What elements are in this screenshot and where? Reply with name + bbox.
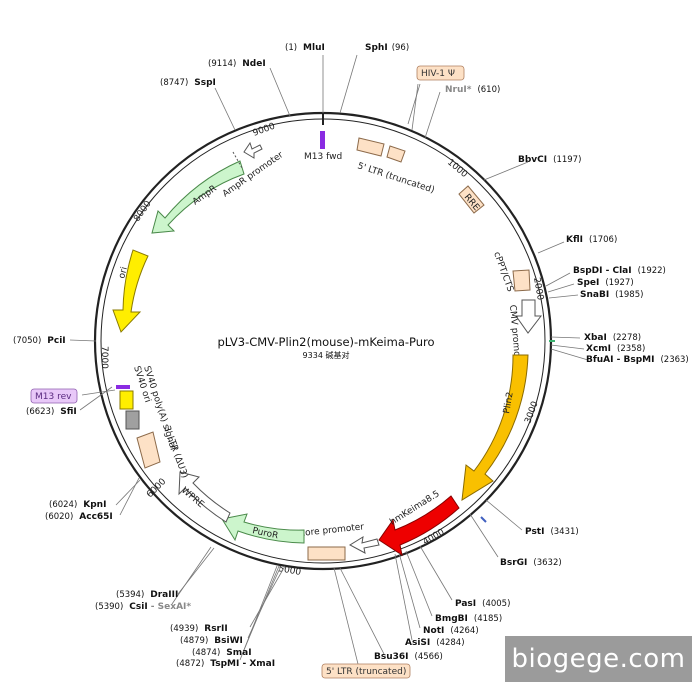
plasmid-size: 9334 碱基对	[303, 350, 350, 360]
sv40polya-box	[119, 390, 134, 410]
ltr5-box-a	[356, 137, 385, 157]
ori-label: ori	[117, 266, 130, 280]
site-psti: PstI(3431)	[525, 527, 579, 537]
ampr-arrow	[151, 160, 245, 234]
plin2-label: Plin2	[502, 391, 516, 414]
tick-1000: 1000	[445, 158, 469, 181]
tick-3000: 3000	[523, 400, 540, 425]
site-bfuai: BfuAI - BspMI(2363)	[586, 355, 689, 365]
m13rev-callout-box	[30, 388, 78, 404]
site-mlui: (1)MluI	[285, 43, 325, 53]
ltr5-box-b	[386, 145, 406, 163]
ef1a-arrow	[348, 535, 380, 554]
site-smai: (4874)SmaI	[192, 648, 252, 658]
site-nrui: NruI*(610)	[445, 85, 500, 95]
site-pasi: PasI(4005)	[455, 599, 510, 609]
site-pcii: (7050)PciI	[13, 336, 66, 346]
psti-mark	[480, 516, 487, 523]
hmkeima-arrow	[378, 495, 460, 557]
wpre-arrow	[178, 471, 231, 523]
site-ndei: (9114)NdeI	[208, 59, 266, 69]
cmv-arrow	[515, 299, 543, 334]
site-bsu36i: Bsu36I(4566)	[374, 652, 443, 662]
site-bsiwi: (4879)BsiWI	[180, 636, 243, 646]
cppt-label: cPPT/CTS	[491, 251, 515, 294]
m13rev-primer	[116, 385, 130, 389]
ampr-dotted	[232, 151, 243, 169]
site-bmgbi: BmgBI(4185)	[435, 614, 502, 624]
site-kpni: (6024)KpnI	[49, 500, 106, 510]
ef1a-box	[307, 546, 346, 561]
site-draiii: (5394)DraIII	[116, 590, 178, 600]
cppt-box	[512, 269, 531, 292]
rre-box	[458, 185, 485, 214]
ltr5-label: 5' LTR (truncated)	[356, 161, 436, 195]
site-xbai: XbaI(2278)	[584, 333, 641, 343]
plin2-arrow	[461, 354, 529, 501]
site-asisi: AsiSI(4284)	[405, 638, 465, 648]
plasmid-title: pLV3-CMV-Plin2(mouse)-mKeima-Puro	[217, 335, 434, 349]
ori-arrow	[112, 249, 149, 333]
tick-2000: 2000	[531, 277, 545, 302]
site-xcmi: XcmI(2358)	[586, 344, 645, 354]
sv40ori-box	[125, 410, 140, 430]
site-bsrgi: BsrGI(3632)	[500, 558, 562, 568]
site-snabi: SnaBI(1985)	[580, 290, 643, 300]
site-labels: (1)MluI SphI(96) (9114)NdeI (8747)SspI N…	[13, 43, 689, 669]
tick-5000: 5000	[277, 564, 302, 578]
amprprom-arrow	[243, 141, 263, 159]
hiv-callout-label: HIV-1 Ψ	[421, 69, 455, 79]
ltr5-bottom-callout-box	[321, 663, 411, 679]
hiv-callout-box	[416, 65, 465, 81]
site-tspmi: (4872)TspMI - XmaI	[176, 659, 275, 669]
site-rsrii: (4939)RsrII	[170, 624, 228, 634]
tick-7000: 7000	[99, 346, 109, 369]
site-kfli: KflI(1706)	[566, 235, 617, 245]
site-bspdi: BspDI - ClaI(1922)	[573, 266, 666, 276]
puror-arrow	[221, 513, 305, 544]
m13fwd-label: M13 fwd	[304, 152, 342, 162]
site-sfii: (6623)SfiI	[26, 407, 77, 417]
site-sspi: (8747)SspI	[160, 78, 216, 88]
site-sphi: SphI(96)	[365, 43, 409, 53]
m13rev-callout-label: M13 rev	[35, 392, 72, 402]
site-noti: NotI(4264)	[423, 626, 479, 636]
m13fwd-primer	[320, 131, 325, 149]
leader-lines	[69, 54, 589, 673]
site-bbvci: BbvCI(1197)	[518, 155, 581, 165]
ltr3-box	[136, 431, 161, 469]
site-spei: SpeI(1927)	[577, 278, 634, 288]
site-csii: (5390)CsiI - SexAI*	[95, 602, 191, 612]
ltr5-bottom-callout-label: 5' LTR (truncated)	[326, 667, 406, 677]
site-acc65i: (6020)Acc65I	[45, 512, 113, 522]
watermark-logo: biogege.com	[505, 636, 692, 682]
